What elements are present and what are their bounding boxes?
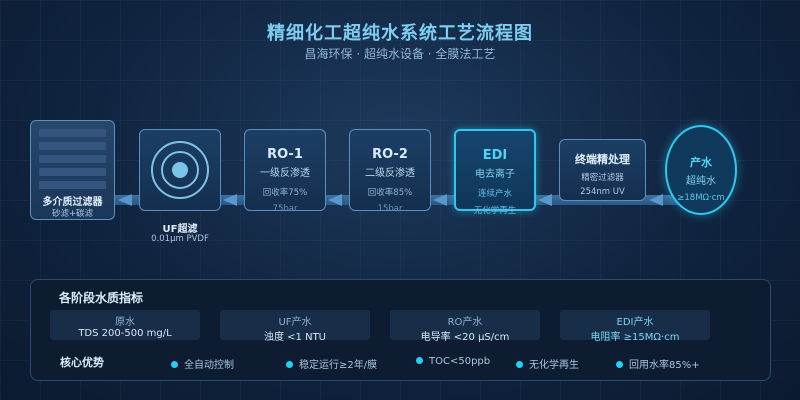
flow-arrow-icon bbox=[118, 194, 132, 206]
indicator-card: 原水 TDS 200-500 mg/L bbox=[50, 310, 200, 340]
indicator-label: EDI产水 bbox=[616, 317, 654, 328]
indicator-value: 电阻率 ≥15MΩ·cm bbox=[590, 332, 680, 343]
indicator-card: UF产水 浊度 <1 NTU bbox=[220, 310, 370, 343]
stage-name: 多介质过滤器 bbox=[42, 197, 103, 208]
bullet-icon bbox=[416, 357, 423, 364]
filter-media-stripe bbox=[39, 142, 106, 150]
indicator-card: EDI产水 电阻率 ≥15MΩ·cm bbox=[560, 310, 710, 343]
bullet-icon bbox=[616, 361, 623, 368]
stage-name: RO-1 bbox=[267, 147, 303, 162]
indicator-label: 原水 bbox=[115, 317, 135, 328]
advantages-label: 核心优势 bbox=[60, 356, 104, 369]
stage-desc: 超纯水 bbox=[686, 176, 716, 187]
indicator-label: RO产水 bbox=[447, 317, 483, 328]
filter-media-stripe bbox=[39, 168, 106, 176]
advantage-item: 稳定运行≥2年/膜 bbox=[286, 356, 377, 371]
flow-arrow-icon bbox=[649, 194, 663, 206]
page-title: 精细化工超纯水系统工艺流程图 bbox=[267, 23, 533, 44]
stage-recovery: 回收率85% bbox=[367, 188, 413, 198]
advantage-item: 回用水率85%+ bbox=[616, 356, 700, 371]
filter-media-stripe bbox=[39, 181, 106, 189]
panel-title: 各阶段水质指标 bbox=[59, 291, 144, 305]
advantage-item: 无化学再生 bbox=[516, 356, 579, 371]
uf-label: UF超滤 bbox=[162, 224, 198, 235]
stage-uf bbox=[139, 129, 221, 211]
stage-pressure: 15bar bbox=[377, 204, 403, 214]
stage-name: 终端精处理 bbox=[575, 153, 630, 166]
stage-name: EDI bbox=[482, 148, 508, 163]
bullet-icon bbox=[286, 361, 293, 368]
stage-feature: 无化学再生 bbox=[473, 206, 517, 216]
stage-feature: 连续产水 bbox=[477, 189, 512, 199]
indicator-value: 浊度 <1 NTU bbox=[263, 332, 326, 343]
indicator-value: TDS 200-500 mg/L bbox=[78, 328, 172, 339]
filter-media-stripe bbox=[39, 129, 106, 137]
flow-arrow-icon bbox=[328, 194, 342, 206]
flow-arrow-icon bbox=[538, 194, 552, 206]
advantage-item: TOC<50ppb bbox=[416, 356, 490, 367]
stage-desc: 精密过滤器 bbox=[581, 173, 624, 183]
stage-spec: 254nm UV bbox=[580, 187, 625, 197]
flow-arrow-icon bbox=[223, 194, 237, 206]
stage-spec: ≥18MΩ·cm bbox=[677, 193, 725, 203]
stage-ro1: RO-1 一级反渗透 回收率75% 75bar bbox=[244, 129, 326, 214]
stage-recovery: 回收率75% bbox=[262, 188, 308, 198]
indicator-label: UF产水 bbox=[278, 317, 312, 328]
stage-desc: 砂滤+碳滤 bbox=[51, 209, 94, 219]
stage-ro2: RO-2 二级反渗透 回收率85% 15bar bbox=[349, 129, 431, 214]
filter-media-stripe bbox=[39, 155, 106, 163]
stage-name: RO-2 bbox=[372, 147, 408, 162]
stage-desc: 电去离子 bbox=[475, 169, 515, 180]
advantage-item: 全自动控制 bbox=[171, 356, 234, 371]
page-subtitle: 昌海环保 · 超纯水设备 · 全膜法工艺 bbox=[304, 47, 496, 61]
uf-membrane-icon bbox=[150, 140, 209, 199]
flow-arrow-icon bbox=[433, 194, 447, 206]
indicator-card: RO产水 电导率 <20 μS/cm bbox=[390, 310, 540, 343]
stage-multimedia-filter: 多介质过滤器 砂滤+碳滤 bbox=[30, 120, 115, 220]
bullet-icon bbox=[171, 361, 178, 368]
uf-desc: 0.01μm PVDF bbox=[151, 234, 209, 244]
indicator-value: 电导率 <20 μS/cm bbox=[420, 332, 510, 343]
bullet-icon bbox=[516, 361, 523, 368]
stage-pressure: 75bar bbox=[272, 204, 298, 214]
stage-product-water: 产水 超纯水 ≥18MΩ·cm bbox=[665, 125, 737, 215]
stage-desc: 二级反渗透 bbox=[365, 168, 415, 179]
stage-final-polishing: 终端精处理 精密过滤器 254nm UV bbox=[559, 139, 646, 201]
stage-desc: 一级反渗透 bbox=[260, 168, 310, 179]
stage-name: 产水 bbox=[690, 156, 712, 169]
stage-edi: EDI 电去离子 连续产水 无化学再生 bbox=[454, 129, 536, 216]
